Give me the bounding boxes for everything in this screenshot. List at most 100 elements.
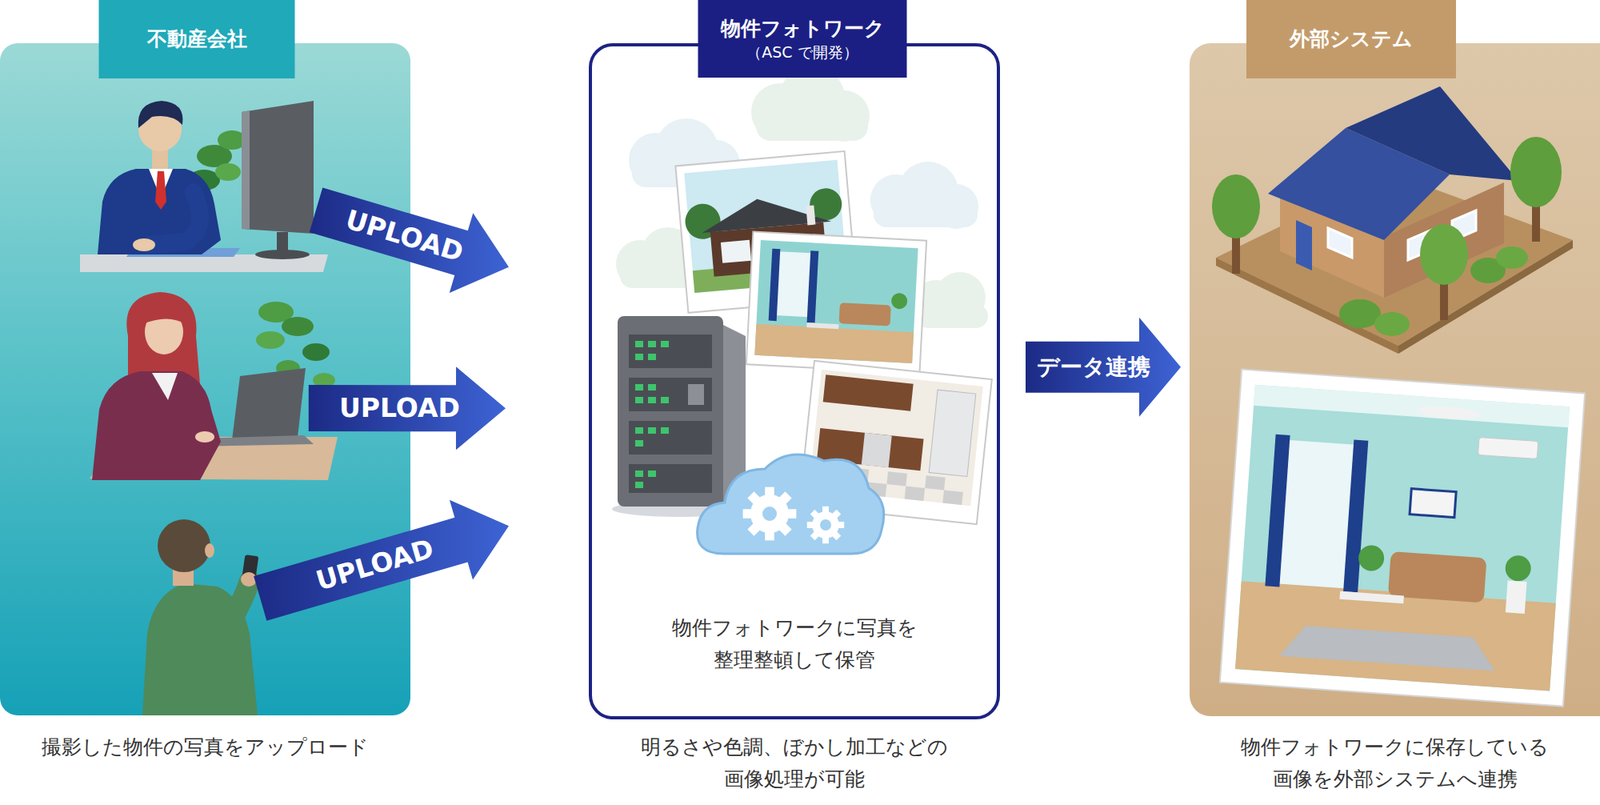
office-worker-desktop-part (276, 232, 288, 252)
server-rack-part-part (648, 470, 656, 477)
room-photo-part (1416, 404, 1482, 421)
room-photo-part (1339, 591, 1404, 604)
header-text: 外部システム (1289, 25, 1413, 53)
processing-cloud-part (762, 506, 777, 521)
column-node: 外部システム物件フォトワークに保存している 画像を外部システムへ連携 (1189, 0, 1600, 805)
kitchen-photo-part-part (904, 486, 926, 501)
room-photo-part (1504, 554, 1532, 582)
caption-text: 撮影した物件の写真をアップロード (5, 731, 406, 764)
living-room-photo-part (806, 322, 839, 329)
house-illustration-part (1212, 174, 1260, 239)
caption-box: 撮影した物件の写真をアップロード (5, 731, 406, 764)
office-worker-laptop-part (256, 331, 285, 349)
server-rack-part (688, 384, 704, 405)
panel-background (0, 43, 411, 716)
house-illustration-part (1296, 220, 1312, 271)
server-rack-part-part (635, 440, 644, 447)
kitchen-photo-part-part (924, 475, 946, 490)
server-rack-part-part (635, 384, 644, 391)
panel-background (1189, 43, 1600, 716)
room-photo-part (1357, 544, 1385, 572)
header-tab: 外部システム (1246, 0, 1456, 79)
office-worker-desktop-part (148, 192, 200, 245)
server-rack-part (628, 420, 712, 455)
server-rack-part (628, 377, 712, 412)
processing-cloud-part (807, 506, 844, 544)
kitchen-photo-part (861, 432, 892, 468)
office-worker-laptop-part (92, 371, 221, 480)
server-rack-part-part (635, 427, 644, 434)
office-worker-desktop-part (97, 168, 221, 255)
office-worker-desktop-part (255, 249, 310, 260)
room-photo-part (1220, 369, 1585, 707)
processing-cloud (697, 454, 884, 554)
house-illustration-part (1374, 312, 1410, 336)
living-room-photo-part (891, 292, 908, 310)
server-rack-part-part (648, 353, 656, 360)
kitchen-photo-part-part (886, 471, 908, 486)
body-text-box: 物件フォトワークに写真を 整理整頓して保管 (626, 612, 963, 676)
caption-box: 物件フォトワークに保存している 画像を外部システムへ連携 (1207, 731, 1584, 796)
room-photo-part (1505, 580, 1528, 614)
server-rack-part-part (635, 340, 644, 348)
server-rack-part-part (648, 340, 656, 348)
block-arrow (1025, 317, 1181, 417)
server-rack-part-part (660, 427, 669, 434)
house-illustration-part (1328, 228, 1352, 258)
background-clouds-part-part (756, 112, 868, 141)
living-room-photo-part (775, 251, 812, 317)
server-rack (612, 316, 748, 517)
office-worker-laptop-part (302, 343, 330, 361)
caption-box: 明るさや色調、ぼかし加工などの 画像処理が可能 (606, 731, 983, 796)
arrow-label: UPLOAD (339, 392, 460, 424)
house-photo-part (805, 205, 816, 226)
house-illustration-part (1420, 224, 1468, 285)
processing-cloud-part (697, 454, 884, 554)
processing-cloud-part (743, 487, 797, 541)
office-worker-laptop-part (142, 303, 186, 324)
column-node: 物件フォトワーク（ASC で開発） 物件フォトワークに写真を 整理整頓して保管明る… (588, 0, 1000, 805)
kitchen-photo-part (823, 374, 914, 411)
header-tab: 不動産会社 (99, 0, 296, 79)
server-rack-part-part (648, 396, 656, 404)
server-rack-part-part (635, 353, 644, 360)
room-photo-part (1253, 384, 1570, 428)
server-rack-part-part (635, 396, 644, 404)
server-rack-part-part (648, 427, 656, 434)
person-with-smartphone-part (157, 519, 211, 572)
house-photo-part (720, 240, 752, 264)
arrow-label: データ連携 (1036, 353, 1151, 381)
person-with-smartphone-part (204, 543, 215, 558)
office-worker-desktop-part (215, 163, 241, 181)
server-rack-part (617, 316, 724, 507)
house-illustration-part (1496, 246, 1528, 269)
server-rack-part (628, 334, 712, 368)
room-photo-part (1235, 384, 1570, 692)
living-room-photo (746, 231, 927, 373)
office-worker-desktop-part (241, 110, 250, 229)
room-photo-part (1409, 488, 1456, 518)
caption-text: 物件フォトワークに保存している 画像を外部システムへ連携 (1207, 731, 1584, 796)
server-rack-part-part (660, 396, 669, 404)
living-room-photo-part (807, 250, 820, 323)
header-tab: 物件フォトワーク（ASC で開発） (698, 0, 908, 78)
kitchen-photo-part-part (942, 490, 964, 505)
caption-text: 明るさや色調、ぼかし加工などの 画像処理が可能 (606, 731, 983, 796)
room-photo-part (1235, 580, 1556, 691)
office-worker-laptop-part (126, 292, 200, 384)
server-rack-part-part (648, 384, 656, 391)
room-photo-part (1388, 551, 1488, 603)
kitchen-photo-part (928, 389, 976, 476)
processing-cloud-part (820, 519, 832, 531)
server-rack-part-part (660, 340, 669, 348)
room-photo-part (1477, 436, 1538, 459)
office-worker-desktop-part (155, 171, 167, 210)
person-with-smartphone-part (240, 572, 257, 587)
header-text: 物件フォトワーク (720, 15, 885, 43)
living-room-photo-part (839, 302, 892, 326)
server-rack-part (628, 464, 712, 493)
background-clouds-part-part (916, 304, 988, 328)
server-rack-part (635, 340, 669, 488)
